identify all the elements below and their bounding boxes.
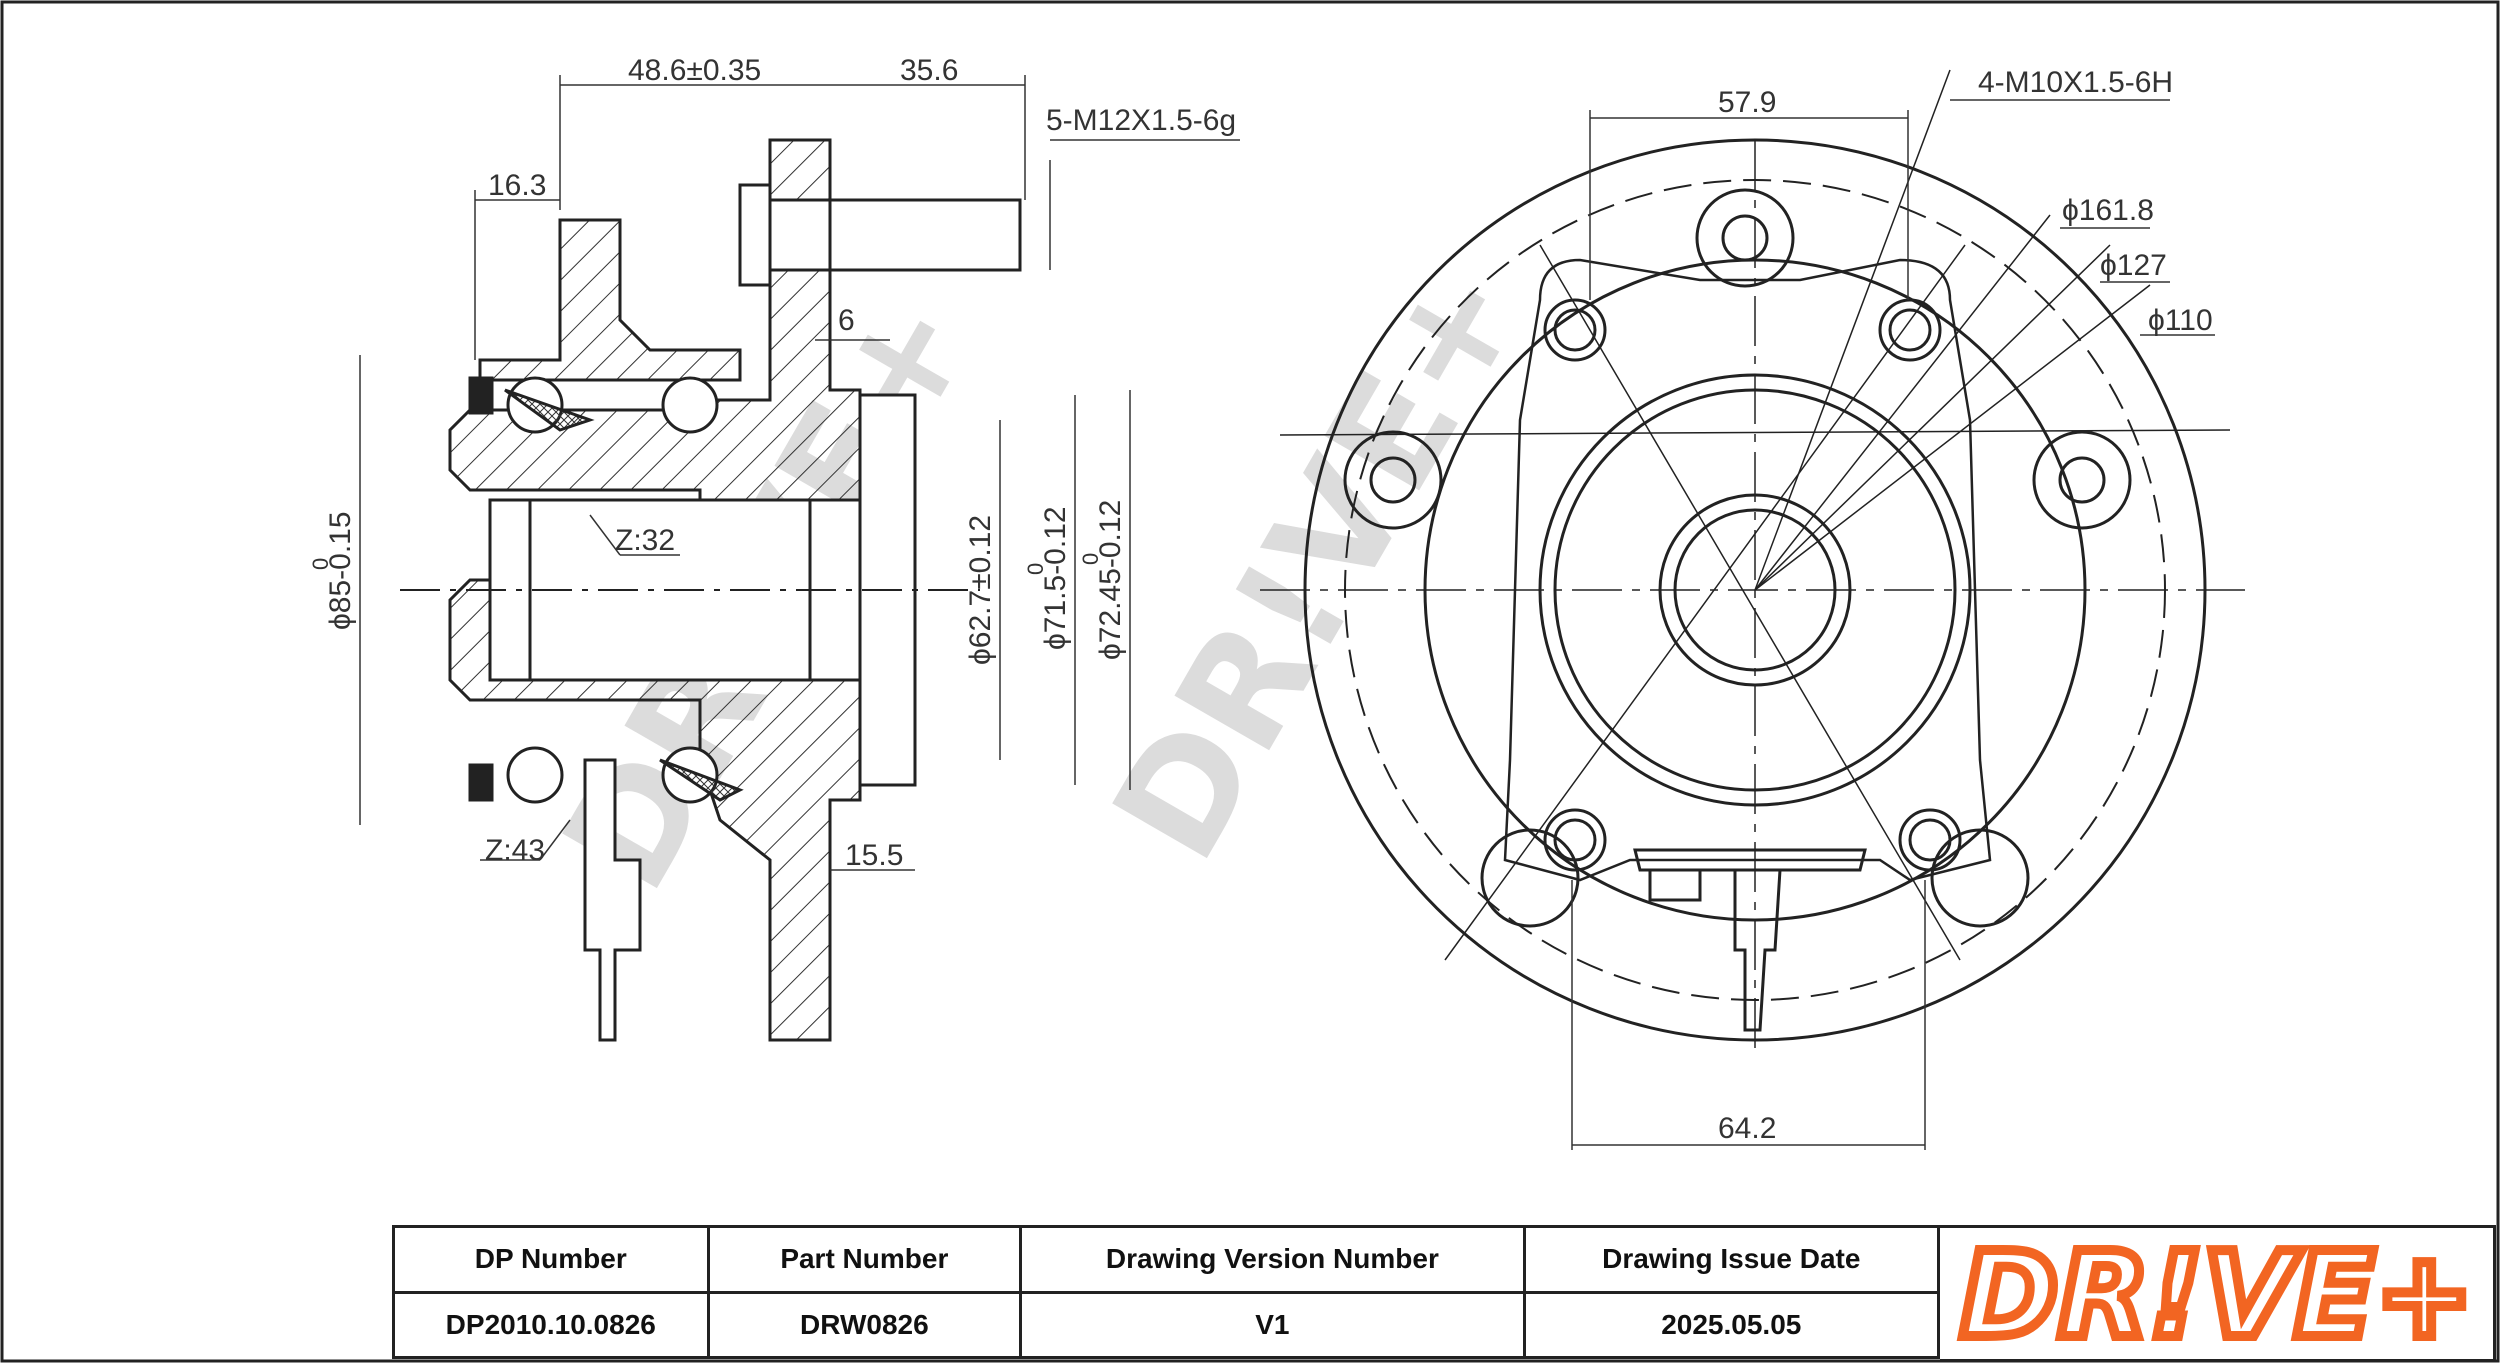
cage-top [504, 388, 595, 432]
stud-hole-top [1695, 188, 1795, 288]
seal-top [468, 376, 494, 415]
svg-text:ϕ62.7±0.12: ϕ62.7±0.12 [964, 515, 997, 665]
value-dp-number: DP2010.10.0826 [392, 1290, 710, 1359]
dim-48-6: 48.6±0.35 [628, 54, 761, 87]
seal-bottom [468, 763, 494, 802]
svg-text:0: 0 [1023, 563, 1048, 575]
header-version: Drawing Version Number [1019, 1225, 1526, 1294]
svg-text:DR!VE+: DR!VE+ [1080, 236, 1557, 888]
dim-z43: Z:43 [485, 834, 545, 867]
dim-4-m10-thread: 4-M10X1.5-6H [1978, 66, 2173, 99]
value-issue-date: 2025.05.05 [1522, 1290, 1941, 1359]
header-part-number: Part Number [706, 1225, 1023, 1294]
section-dimension-lines [359, 75, 1240, 871]
svg-text:ϕ72.45-0.12: ϕ72.45-0.12 [1094, 500, 1127, 660]
title-block-value-row: DP2010.10.0826 DRW0826 V1 2025.05.05 [392, 1290, 1941, 1359]
value-part-number: DRW0826 [706, 1290, 1023, 1359]
dim-16-3: 16.3 [488, 169, 546, 202]
svg-text:ϕ85-0.15: ϕ85-0.15 [324, 511, 357, 630]
stud-hole-right [2032, 430, 2132, 530]
bolt-hole-br [1898, 808, 1962, 872]
wheel-stud [768, 198, 1022, 272]
dim-15-5: 15.5 [845, 839, 903, 872]
logo-box: DR!VE+ [1940, 1225, 2496, 1362]
dim-dia62-7: ϕ62.7±0.12 [964, 515, 997, 665]
dim-57-9: 57.9 [1718, 86, 1776, 119]
bolt-hole-tl [1543, 298, 1607, 362]
stud-hole-left [1343, 430, 1443, 530]
header-issue-date: Drawing Issue Date [1522, 1225, 1941, 1294]
header-dp-number: DP Number [392, 1225, 710, 1294]
svg-text:0: 0 [308, 558, 333, 570]
section-view [400, 138, 1022, 1042]
stud-hole-bottom-right [1930, 828, 2030, 928]
bolt-hole-tr [1878, 298, 1942, 362]
svg-text:ϕ71.5-0.12: ϕ71.5-0.12 [1039, 506, 1072, 650]
stud-hole-bottom-left [1480, 828, 1580, 928]
watermark-right: DR!VE+ [1080, 236, 1557, 888]
dim-dia72-45: ϕ72.45-0.12 0 [1078, 500, 1127, 660]
title-block: DP Number Part Number Drawing Version Nu… [392, 1225, 2496, 1362]
abs-sensor [583, 758, 642, 1042]
dim-dia110: ϕ110 [2148, 304, 2213, 337]
knuckle-outline [1503, 258, 1992, 882]
ball-bottom-left [506, 746, 564, 804]
dim-dia85: ϕ85-0.15 0 [308, 511, 357, 630]
dim-dia161-8: ϕ161.8 [2062, 194, 2154, 227]
front-dimension-lines [1571, 99, 2215, 1150]
dim-dia71-5: ϕ71.5-0.12 0 [1023, 506, 1072, 650]
front-centerlines [1260, 69, 2245, 1050]
drive-logo: DR!VE+ [1955, 1234, 2478, 1354]
dim-6: 6 [838, 304, 855, 337]
sensor-bracket [1633, 848, 1867, 872]
title-block-header-row: DP Number Part Number Drawing Version Nu… [392, 1225, 1941, 1294]
cage-bottom [659, 758, 744, 802]
value-version: V1 [1019, 1290, 1526, 1359]
svg-text:DR!VE+: DR!VE+ [1960, 1234, 2473, 1354]
dim-dia127: ϕ127 [2100, 249, 2167, 282]
knuckle-top [478, 218, 742, 382]
sensor-plug [1733, 868, 1782, 1032]
dim-35-6: 35.6 [900, 54, 958, 87]
ball-top-right [661, 376, 719, 434]
svg-text:0: 0 [1078, 553, 1103, 565]
bolt-hole-bl [1543, 808, 1607, 872]
dim-stud-thread: 5-M12X1.5-6g [1046, 104, 1236, 137]
dim-z32: Z:32 [615, 524, 675, 557]
dim-64-2: 64.2 [1718, 1112, 1776, 1145]
title-block-table: DP Number Part Number Drawing Version Nu… [392, 1225, 1941, 1359]
